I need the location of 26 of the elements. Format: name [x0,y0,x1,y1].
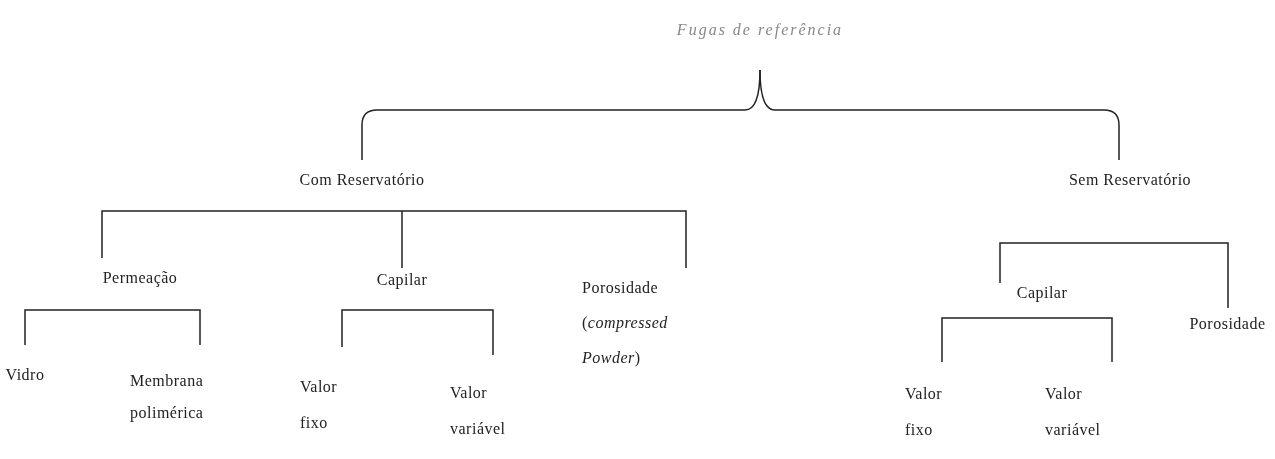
node-label: Porosidade [1189,314,1266,334]
tree-connector [1041,317,1113,363]
node-label: Porosidade (compressed Powder) [582,278,669,369]
node-label: Sem Reservatório [1068,170,1192,190]
tree-connector [999,242,1120,284]
node-label: Capilar [376,270,428,290]
tree-connector [401,210,403,269]
node-label: Valor variável [450,383,507,439]
node-label: Fugas de referência [676,20,844,40]
tree-connector [941,317,1043,363]
node-label: Permeação [102,268,178,288]
curly-brace-connector [759,69,1120,161]
node-label: Valor variável [1045,384,1102,440]
tree-connector [101,210,403,259]
tree-connector [1118,242,1229,309]
node-label: Capilar [1016,283,1068,303]
tree-connector [401,210,687,269]
node-label: Valor fixo [905,384,944,440]
tree-connector [401,309,494,356]
tree-connector [111,309,201,346]
node-label: Membrana polimérica [130,371,205,424]
node-label: Com Reservatório [299,170,425,190]
tree-connector [341,309,403,348]
tree-connector [24,309,113,346]
node-label: Vidro [5,365,45,385]
node-label: Valor fixo [300,377,339,433]
